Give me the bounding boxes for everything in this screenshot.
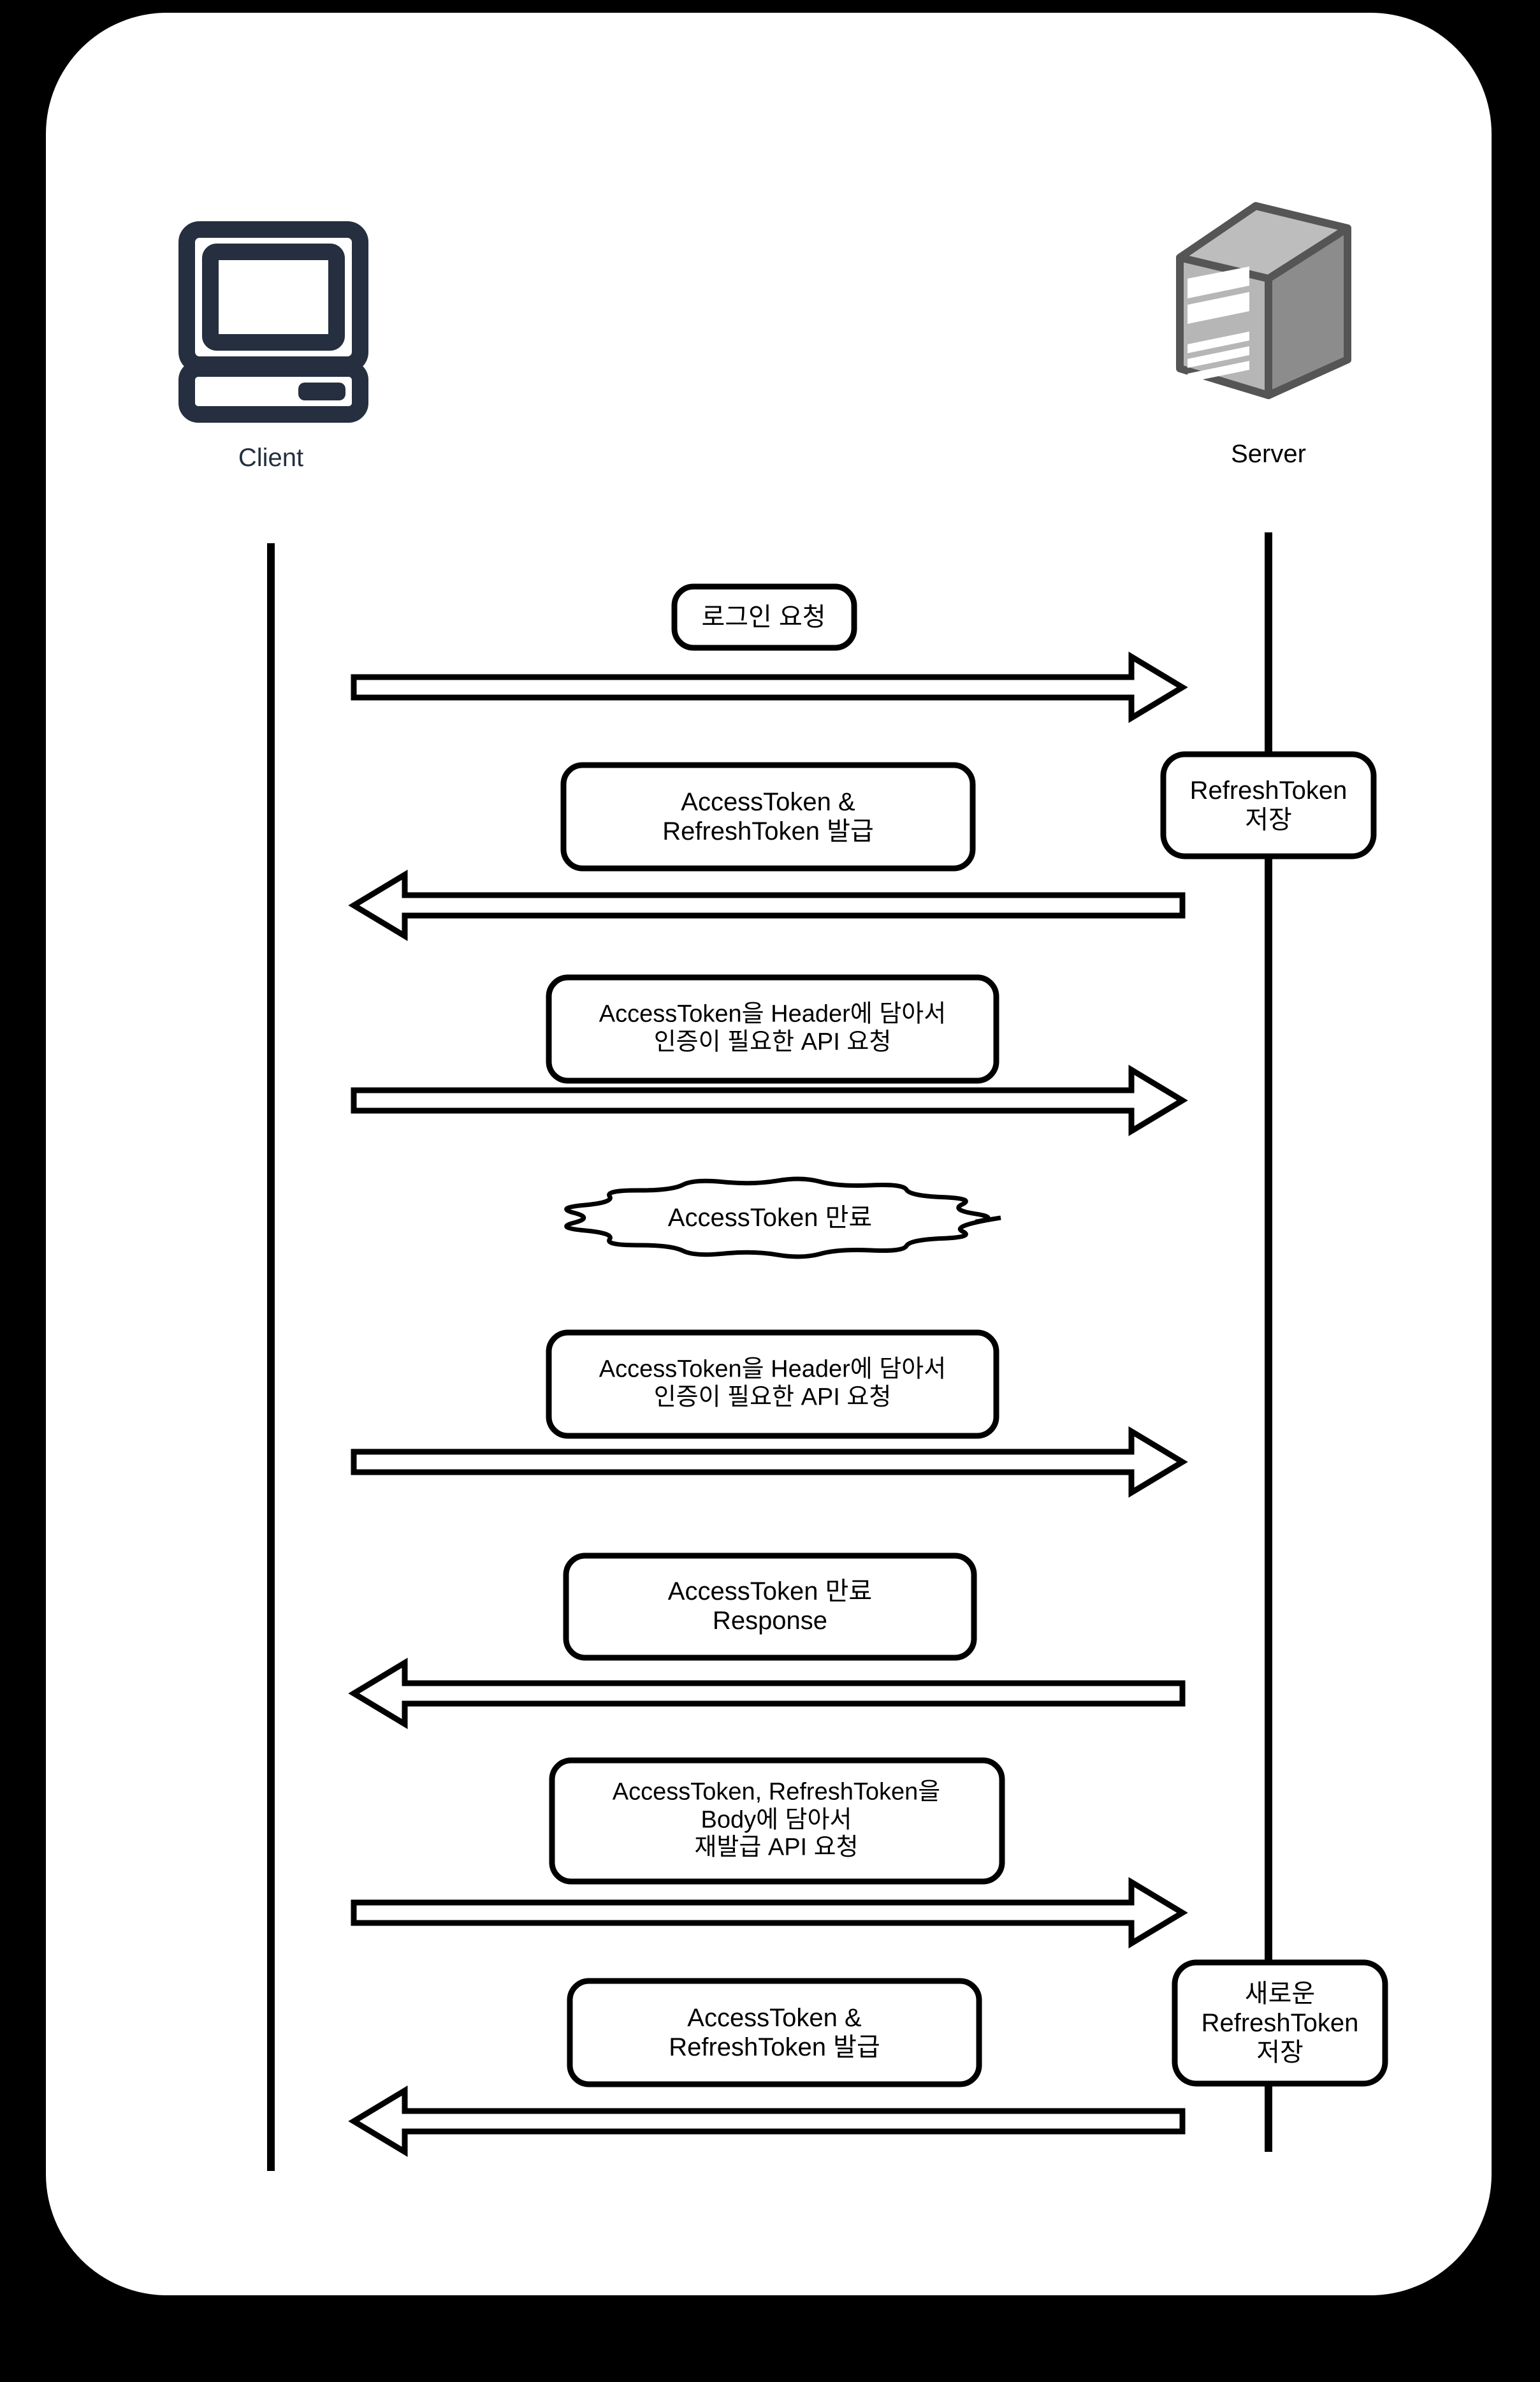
message-label-m5: AccessToken을 Header에 담아서 인증이 필요한 API 요청: [599, 1355, 947, 1410]
message-label-m6: AccessToken 만료 Response: [667, 1577, 873, 1635]
message-cloud-m4: [564, 1176, 1001, 1259]
message-box-m1: [671, 583, 857, 651]
server-tower-icon: [1176, 202, 1351, 399]
message-arrow-m8: [348, 2086, 1186, 2157]
message-label-m2: AccessToken & RefreshToken 발급: [662, 788, 874, 845]
message-label-m4: AccessToken 만료: [667, 1204, 873, 1232]
server-note-label-n1: RefreshToken 저장: [1189, 777, 1348, 834]
message-arrow-m6: [348, 1658, 1186, 1729]
message-box-m8: [567, 1978, 982, 2087]
message-arrow-m2: [348, 870, 1186, 941]
message-arrow-m5: [351, 1426, 1188, 1498]
message-box-m2: [560, 762, 976, 872]
message-box-m7: [549, 1757, 1005, 1885]
message-arrow-m3: [351, 1065, 1188, 1136]
server-note-box-n2: [1172, 1959, 1388, 2087]
message-box-m6: [563, 1553, 977, 1661]
message-label-m1: 로그인 요청: [701, 603, 826, 631]
message-arrow-m1: [351, 652, 1188, 723]
actor-label-client: Client: [238, 444, 304, 472]
message-arrow-m7: [351, 1877, 1188, 1948]
desktop-computer-icon: [178, 221, 368, 423]
message-label-m7: AccessToken, RefreshToken을 Body에 담아서 재발급…: [612, 1778, 941, 1861]
message-box-m3: [546, 974, 999, 1084]
message-box-m5: [546, 1329, 999, 1439]
message-label-m8: AccessToken & RefreshToken 발급: [669, 2004, 880, 2061]
message-label-m3: AccessToken을 Header에 담아서 인증이 필요한 API 요청: [599, 1000, 947, 1055]
server-note-box-n1: [1160, 751, 1377, 859]
server-note-label-n2: 새로운 RefreshToken 저장: [1201, 1980, 1359, 2066]
actor-label-server: Server: [1231, 440, 1306, 468]
